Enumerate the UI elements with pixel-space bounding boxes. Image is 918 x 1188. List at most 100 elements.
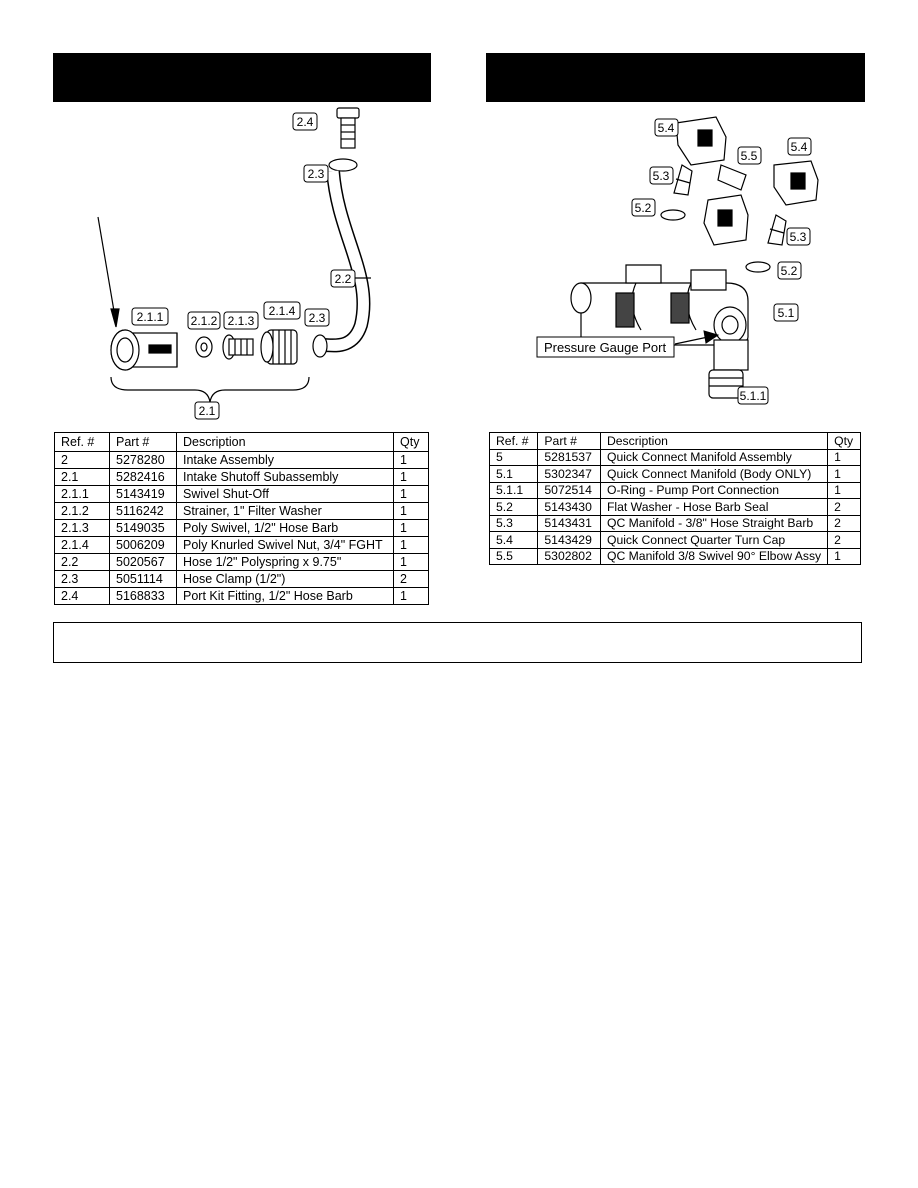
callout-2-1-1: 2.1.1	[131, 307, 169, 326]
qty-cell: 1	[827, 481, 861, 499]
svg-text:2.1.3: 2.1.3	[228, 314, 255, 328]
description-cell: Strainer, 1" Filter Washer	[176, 502, 394, 520]
callout-2-4: 2.4	[292, 112, 318, 131]
qty-cell: 1	[393, 502, 429, 520]
part-cell: 5072514	[537, 481, 601, 499]
hose-clamp-top-part	[328, 158, 358, 172]
part-cell: 5143430	[537, 498, 601, 516]
ref-cell: 2.1.1	[54, 485, 110, 503]
ref-cell: 2.1.3	[54, 519, 110, 537]
column-header-description: Description	[599, 432, 829, 450]
description-cell: Intake Assembly	[176, 451, 394, 469]
qty-cell: 1	[393, 519, 429, 537]
qty-cell: 1	[393, 451, 429, 469]
ref-cell: 2.1.4	[54, 536, 110, 554]
description-cell: QC Manifold - 3/8" Hose Straight Barb	[599, 514, 829, 532]
flat-washer-left-part	[660, 209, 686, 221]
description-cell: Poly Swivel, 1/2" Hose Barb	[176, 519, 394, 537]
ref-cell: 2.1	[54, 468, 110, 486]
ref-cell: 5.1	[488, 465, 539, 483]
pump-port-o-ring-part	[708, 369, 744, 399]
callout-5-4-right: 5.4	[787, 137, 812, 156]
svg-text:5.3: 5.3	[653, 169, 670, 183]
manifold-body-part	[570, 264, 749, 371]
qty-cell: 2	[393, 570, 429, 588]
column-header-description: Description	[176, 432, 394, 452]
svg-text:5.4: 5.4	[658, 121, 675, 135]
qty-cell: 1	[827, 547, 861, 565]
ref-cell: 5	[488, 448, 539, 466]
callout-5-3-right: 5.3	[786, 227, 811, 246]
description-cell: QC Manifold 3/8 Swivel 90° Elbow Assy	[599, 547, 829, 565]
svg-text:2.1.4: 2.1.4	[269, 304, 296, 318]
ref-cell: 2.4	[54, 587, 110, 605]
qty-cell: 2	[827, 514, 861, 532]
flat-washer-right-part	[745, 261, 771, 273]
description-cell: Poly Knurled Swivel Nut, 3/4" FGHT	[176, 536, 394, 554]
part-cell: 5281537	[537, 448, 601, 466]
ref-cell: 2.1.2	[54, 502, 110, 520]
pointer-arrow	[97, 216, 116, 318]
part-cell: 5282416	[109, 468, 177, 486]
hose-barb-right-part	[767, 214, 787, 246]
description-cell: Hose 1/2" Polyspring x 9.75"	[176, 553, 394, 571]
ref-cell: 2.2	[54, 553, 110, 571]
swivel-elbow-part	[703, 164, 749, 246]
part-cell: 5051114	[109, 570, 177, 588]
callout-2-1: 2.1	[194, 401, 220, 420]
right-callouts: 5.4 5.5 5.4 5.3 5.2 5.3 5.2 5.1 5.1.1 Pr…	[536, 118, 812, 405]
pointer-arrowhead	[110, 308, 120, 328]
qty-cell: 1	[393, 587, 429, 605]
ref-cell: 5.1.1	[488, 481, 539, 499]
part-cell: 5278280	[109, 451, 177, 469]
svg-text:5.3: 5.3	[790, 230, 807, 244]
qty-cell: 1	[393, 553, 429, 571]
part-cell: 5006209	[109, 536, 177, 554]
svg-text:2.1.1: 2.1.1	[137, 310, 164, 324]
quarter-turn-cap-left-part	[675, 116, 727, 166]
part-cell: 5020567	[109, 553, 177, 571]
port-kit-fitting-part	[336, 107, 360, 149]
callout-5-2-left: 5.2	[631, 198, 656, 217]
svg-text:5.2: 5.2	[781, 264, 798, 278]
table-header-row: Ref. # Part # Description Qty	[488, 432, 861, 450]
svg-text:5.4: 5.4	[791, 140, 808, 154]
description-cell: O-Ring - Pump Port Connection	[599, 481, 829, 499]
svg-text:2.1: 2.1	[199, 404, 216, 418]
qty-cell: 1	[827, 465, 861, 483]
description-cell: Quick Connect Manifold Assembly	[599, 448, 829, 466]
quarter-turn-cap-right-part	[773, 160, 819, 206]
quick-connect-manifold-diagram: 5.4 5.5 5.4 5.3 5.2 5.3 5.2 5.1 5.1.1 Pr…	[536, 116, 819, 405]
ref-cell: 5.4	[488, 531, 539, 549]
column-header-qty: Qty	[827, 432, 861, 450]
table-header-row: Ref. # Part # Description Qty	[54, 432, 429, 452]
ref-cell: 5.3	[488, 514, 539, 532]
svg-text:2.3: 2.3	[309, 311, 326, 325]
svg-text:5.1: 5.1	[778, 306, 795, 320]
callout-2-3-bottom: 2.3	[304, 308, 330, 327]
svg-text:Pressure Gauge Port: Pressure Gauge Port	[544, 340, 667, 355]
ref-cell: 2.3	[54, 570, 110, 588]
pressure-gauge-port-label: Pressure Gauge Port	[536, 336, 675, 358]
callout-5-2-right: 5.2	[777, 261, 802, 280]
callout-2-1-4: 2.1.4	[263, 301, 301, 320]
part-cell: 5302802	[537, 547, 601, 565]
description-cell: Intake Shutoff Subassembly	[176, 468, 394, 486]
svg-text:5.2: 5.2	[635, 201, 652, 215]
qty-cell: 1	[827, 448, 861, 466]
svg-text:2.2: 2.2	[335, 272, 352, 286]
svg-text:5.1.1: 5.1.1	[740, 389, 767, 403]
column-header-part: Part #	[537, 432, 601, 450]
column-header-qty: Qty	[393, 432, 429, 452]
